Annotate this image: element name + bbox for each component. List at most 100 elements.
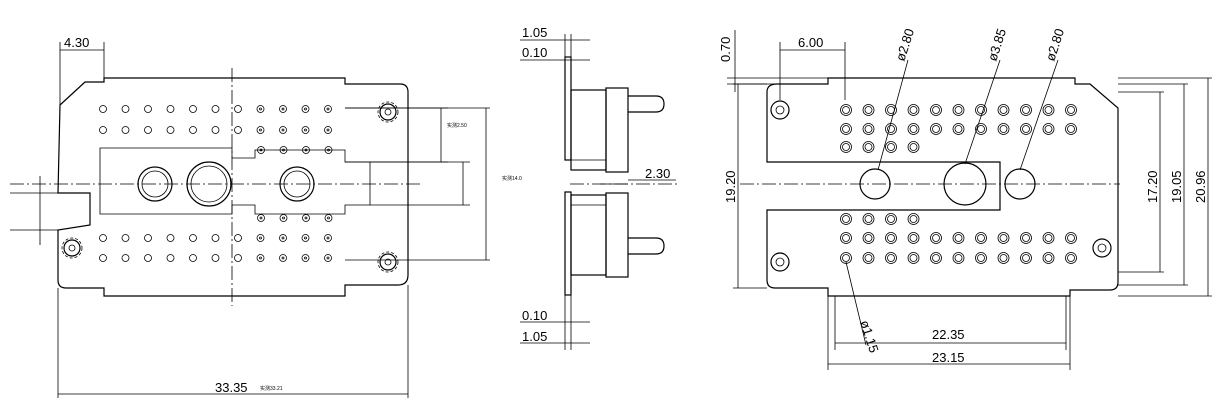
- mount-hole: [63, 239, 81, 257]
- mount-hole: [379, 103, 397, 121]
- contact-hole-center: [887, 125, 895, 133]
- contact-hole: [907, 213, 920, 225]
- contact-hole-center: [259, 236, 262, 240]
- contact-hole-center: [909, 254, 918, 262]
- contact-hole: [324, 146, 333, 154]
- contact-hole: [862, 213, 875, 225]
- contact-hole-center: [304, 128, 307, 132]
- contact-hole-center: [326, 128, 330, 132]
- contact-hole-center: [864, 143, 873, 151]
- contact-hole: [1020, 104, 1032, 116]
- contact-hole: [975, 252, 987, 264]
- contact-hole: [930, 252, 942, 264]
- contact-hole: [189, 234, 197, 242]
- contact-hole: [1065, 232, 1077, 244]
- contact-hole: [1065, 252, 1077, 264]
- rear-mount-hole: [770, 100, 790, 120]
- rear-mount-hole: [1092, 238, 1112, 258]
- contact-hole: [301, 105, 310, 113]
- contact-hole-center: [864, 215, 873, 223]
- contact-hole: [997, 104, 1010, 116]
- contact-hole-center: [327, 216, 330, 220]
- contact-hole: [1042, 123, 1055, 135]
- contact-hole: [189, 254, 197, 262]
- contact-hole-center: [954, 234, 963, 242]
- contact-hole-center: [932, 254, 940, 262]
- dim-17-20: 17.20: [1145, 170, 1160, 203]
- contact-hole-center: [932, 106, 940, 114]
- contact-hole: [324, 126, 332, 134]
- contact-hole-center: [326, 256, 330, 260]
- contact-hole-center: [1067, 125, 1075, 133]
- contact-hole-center: [1044, 125, 1053, 133]
- contact-hole: [324, 234, 332, 242]
- contact-hole: [930, 123, 942, 135]
- front-dimensions: 4.30 实测2.50 实测14.0 33.35 实测33.21: [10, 35, 522, 398]
- contact-hole: [862, 252, 875, 264]
- contact-hole-center: [282, 216, 285, 220]
- contact-hole-center: [842, 254, 850, 262]
- contact-hole-center: [999, 125, 1008, 133]
- contact-hole: [840, 104, 852, 116]
- contact-hole: [121, 126, 130, 134]
- contact-hole: [211, 254, 220, 262]
- contact-hole-center: [281, 107, 285, 111]
- contact-hole: [840, 213, 852, 225]
- rear-mount-hole: [770, 252, 790, 272]
- contact-hole-center: [864, 106, 873, 114]
- contact-hole: [907, 252, 920, 264]
- contact-hole: [121, 234, 130, 242]
- dim-bot-1-05: 1.05: [522, 329, 547, 344]
- dim-top-1-05: 1.05: [522, 25, 547, 40]
- contact-hole: [301, 254, 310, 262]
- contact-hole: [975, 232, 987, 244]
- dim-2-30: 2.30: [645, 166, 670, 181]
- contact-hole: [279, 126, 287, 134]
- contact-hole: [234, 234, 242, 242]
- contact-hole-center: [887, 234, 895, 242]
- side-flange-bottom: [564, 191, 572, 296]
- contact-hole: [256, 234, 265, 242]
- contact-hole-center: [259, 128, 262, 132]
- contact-hole: [997, 252, 1010, 264]
- mount-hole-center: [68, 244, 76, 252]
- contact-hole: [930, 104, 942, 116]
- side-body-bottom: [570, 194, 607, 276]
- contact-hole: [234, 126, 242, 134]
- contact-hole: [257, 146, 265, 154]
- contact-hole-center: [259, 148, 263, 152]
- contact-hole-center: [1022, 125, 1030, 133]
- contact-hole-center: [326, 107, 330, 111]
- contact-hole: [166, 254, 175, 262]
- contact-hole: [952, 123, 965, 135]
- contact-hole-center: [954, 106, 963, 114]
- dia-3-85: ø3.85: [985, 27, 1010, 63]
- contact-hole: [302, 146, 310, 154]
- contact-hole-center: [1044, 234, 1053, 242]
- contact-hole: [279, 214, 288, 222]
- dim-4-30: 4.30: [64, 35, 89, 50]
- contact-hole: [862, 141, 875, 153]
- front-center-cavity: [99, 147, 371, 215]
- rear-mount-hole-center: [775, 105, 785, 115]
- contact-hole: [885, 252, 897, 264]
- mount-hole-thread: [377, 251, 399, 273]
- contact-hole-center: [259, 216, 263, 220]
- contact-hole: [166, 105, 175, 113]
- contact-hole-center: [999, 106, 1008, 114]
- dia-2-80-b: ø2.80: [1043, 27, 1068, 63]
- contact-hole-center: [1044, 106, 1053, 114]
- contact-hole: [1042, 252, 1055, 264]
- rear-view-outline: [766, 77, 1119, 297]
- contact-hole: [166, 234, 175, 242]
- contact-hole: [234, 254, 242, 262]
- contact-hole-center: [887, 215, 895, 223]
- contact-hole-center: [304, 148, 308, 152]
- contact-hole-center: [977, 106, 985, 114]
- contact-hole-center: [909, 125, 918, 133]
- contact-hole: [144, 105, 152, 113]
- contact-hole: [256, 126, 265, 134]
- rear-mount-hole-center: [775, 257, 785, 267]
- contact-hole: [324, 105, 332, 113]
